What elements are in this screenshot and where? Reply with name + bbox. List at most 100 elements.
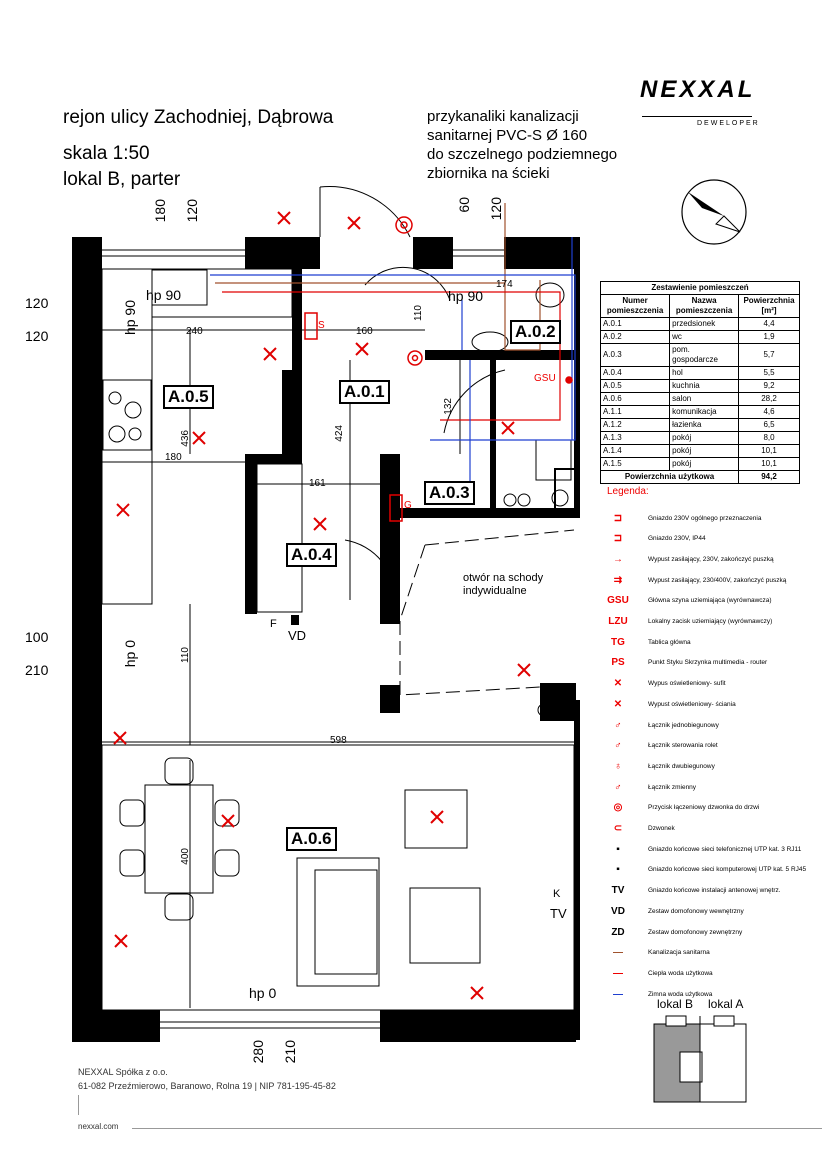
table-cell: 4,4 <box>738 317 800 331</box>
table-cell: 8,0 <box>738 431 800 445</box>
legend-symbol-icon: — <box>613 967 623 979</box>
brand-sub: DEWELOPER <box>697 120 760 127</box>
legend-text: Punkt Styku Skrzynka multimedia - router <box>648 659 768 667</box>
table-cell: 5,5 <box>738 366 800 380</box>
dim-280: 280 <box>250 1040 266 1064</box>
legend-text: Kanalizacja sanitarna <box>648 949 710 957</box>
dim-436: 436 <box>180 430 191 447</box>
footer-company: NEXXAL Spółka z o.o. <box>78 1067 168 1077</box>
legend-item: ⊐Gniazdo 230V, IP44 <box>600 533 706 545</box>
table-cell: A.1.5 <box>599 457 671 471</box>
table-cell: A.0.5 <box>599 379 671 393</box>
legend-item: ♂Łącznik sterowania rolet <box>600 740 717 752</box>
table-cell: kuchnia <box>669 379 740 393</box>
table-cell: A.0.6 <box>599 392 671 406</box>
dim-60: 60 <box>456 197 472 213</box>
legend-item: ◎Przycisk łączeniowy dzwonka do drzwi <box>600 802 760 814</box>
dim-424: 424 <box>334 425 345 442</box>
table-cell: salon <box>669 392 740 406</box>
legend-item: VD Zestaw domofonowy wewnętrzny <box>600 905 744 917</box>
dim-110-b: 110 <box>180 647 191 663</box>
legend-symbol-icon: GSU <box>607 595 629 607</box>
table-cell: 1,9 <box>738 330 800 344</box>
table-cell: A.1.2 <box>599 418 671 432</box>
s-label: S <box>318 320 325 331</box>
legend-item: LZU Lokalny zacisk uziemiający (wyrównawc… <box>600 616 772 628</box>
legend-text: Gniazdo 230V ogólnego przeznaczenia <box>648 514 762 522</box>
walls <box>72 237 580 1042</box>
table-cell: 5,7 <box>738 343 800 367</box>
vd-label: VD <box>288 628 307 643</box>
scale-label: skala 1:50 <box>63 143 150 164</box>
legend-symbol-icon: ⊂ <box>613 823 623 834</box>
hp90-right: hp 90 <box>448 288 484 304</box>
table-cell: pom. gospodarcze <box>669 343 740 367</box>
legend-text: Tablica główna <box>648 638 691 646</box>
legend-symbol-icon: LZU <box>608 616 628 627</box>
legend-text: Dzwonek <box>648 825 675 832</box>
table-cell: 9,2 <box>738 379 800 393</box>
legend-item: PS Punkt Styku Skrzynka multimedia - rout… <box>600 657 767 669</box>
table-cell: pokój <box>669 457 740 471</box>
table-cell: A.1.4 <box>599 444 671 458</box>
dim-598: 598 <box>330 735 347 746</box>
legend-text: Lokalny zacisk uziemiający (wyrównawczy) <box>648 618 773 625</box>
table-cell: A.0.4 <box>599 366 671 380</box>
hp90-left: hp 90 <box>146 287 182 303</box>
dim-110-a: 110 <box>413 305 424 321</box>
left-dim-100: 100 <box>25 629 49 645</box>
legend-item: ▪Gniazdo końcowe sieci telefonicznej UTP… <box>600 843 801 855</box>
table-cell: 10,1 <box>738 457 800 471</box>
dim-180: 180 <box>152 199 168 223</box>
dim-240: 240 <box>186 326 203 337</box>
left-dim-120-a: 120 <box>25 295 49 311</box>
hp90-vertical: hp 90 <box>122 300 138 336</box>
dim-132: 132 <box>443 398 454 415</box>
legend-item: →Wypust zasilający, 230V, zakończyć pusz… <box>600 553 774 565</box>
rooms-table: Zestawienie pomieszczeń Numer pomieszcze… <box>599 281 800 484</box>
table-cell: komunikacja <box>669 405 740 419</box>
note-line: do szczelnego podziemnego <box>427 146 618 163</box>
legend-text: Wypus oświetleniowy- sufit <box>648 680 726 688</box>
total-value: 94,2 <box>738 470 800 484</box>
legend-text: Wypust zasilający, 230/400V, zakończyć p… <box>648 576 787 584</box>
legend-symbol-icon: ◎ <box>613 802 623 814</box>
room-label: A.0.1 <box>339 380 390 404</box>
room-label: A.0.4 <box>286 543 337 567</box>
legend-symbol-icon: VD <box>611 905 625 917</box>
legend-symbol-icon: ♂ <box>614 781 622 793</box>
legend-symbol-icon: ♁ <box>614 760 622 772</box>
legend-item: ✕ Wypust oświetleniowy- ściania <box>600 698 736 710</box>
legend-item: ⊂ Dzwonek <box>600 823 675 835</box>
tv-label: TV <box>550 906 567 921</box>
legend-text: Wypust oświetleniowy- ściania <box>648 700 736 708</box>
north-arrow-icon <box>681 179 747 245</box>
legend-title: Legenda: <box>607 486 649 497</box>
legend-item: ♁Łącznik dwubiegunowy <box>600 760 715 772</box>
table-cell: A.0.1 <box>599 317 671 331</box>
legend-symbol-icon: PS <box>611 657 625 669</box>
room-label: A.0.6 <box>286 827 337 851</box>
table-cell: 28,2 <box>738 392 800 406</box>
total-label: Powierzchnia użytkowa <box>599 470 740 484</box>
legend-text: Gniazdo końcowe sieci komputerowej UTP k… <box>648 866 807 874</box>
room-label: A.0.2 <box>510 320 561 344</box>
legend-symbol-icon: ✕ <box>613 698 623 710</box>
keyplan-b: lokal B <box>657 997 694 1011</box>
dim-210: 210 <box>282 1040 298 1064</box>
room-label: A.0.3 <box>424 481 475 505</box>
sewer-note: przykanaliki kanalizacji sanitarnej PVC-… <box>427 107 617 183</box>
legend-text: Łącznik jednobiegunowy <box>648 721 719 729</box>
legend-text: Zestaw domofonowy wewnętrzny <box>648 907 744 915</box>
legend-symbol-icon: — <box>613 947 623 959</box>
legend-symbol-icon: ⇉ <box>613 574 623 586</box>
footer-address: 61-082 Przeźmierowo, Baranowo, Rolna 19 … <box>78 1081 336 1091</box>
